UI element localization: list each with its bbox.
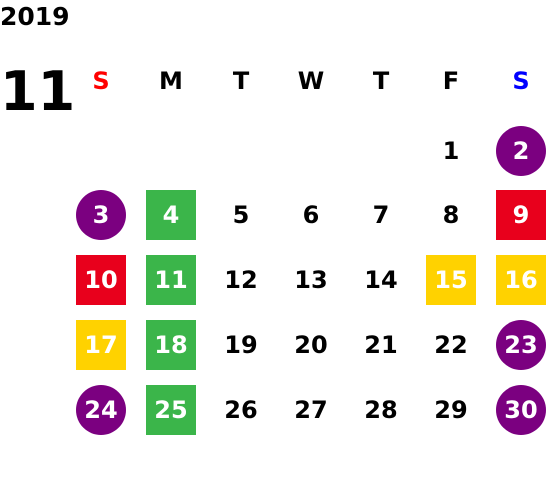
day-cell-12[interactable]: 12 [224,266,258,294]
day-cell-20[interactable]: 20 [294,331,328,359]
weekday-header: T [232,67,250,95]
day-cell-5[interactable]: 5 [232,201,250,229]
day-cell-22[interactable]: 22 [434,331,468,359]
weekday-header: F [442,67,460,95]
day-cell-30[interactable]: 30 [496,385,546,435]
day-cell-24[interactable]: 24 [76,385,126,435]
day-cell-15[interactable]: 15 [426,255,476,305]
day-cell-14[interactable]: 14 [364,266,398,294]
weekday-header: S [512,67,530,95]
day-cell-1[interactable]: 1 [442,137,460,165]
day-cell-25[interactable]: 25 [146,385,196,435]
day-cell-4[interactable]: 4 [146,190,196,240]
day-cell-6[interactable]: 6 [302,201,320,229]
day-cell-11[interactable]: 11 [146,255,196,305]
day-cell-19[interactable]: 19 [224,331,258,359]
weekday-header: M [159,67,183,95]
day-cell-3[interactable]: 3 [76,190,126,240]
weekday-header: W [297,67,325,95]
day-cell-21[interactable]: 21 [364,331,398,359]
day-cell-27[interactable]: 27 [294,396,328,424]
day-cell-8[interactable]: 8 [442,201,460,229]
day-cell-9[interactable]: 9 [496,190,546,240]
day-cell-29[interactable]: 29 [434,396,468,424]
day-cell-13[interactable]: 13 [294,266,328,294]
month-number: 11 [0,60,76,123]
day-cell-18[interactable]: 18 [146,320,196,370]
weekday-header: T [372,67,390,95]
day-cell-28[interactable]: 28 [364,396,398,424]
year-label: 2019 [0,2,70,31]
day-cell-26[interactable]: 26 [224,396,258,424]
day-cell-7[interactable]: 7 [372,201,390,229]
day-cell-17[interactable]: 17 [76,320,126,370]
day-cell-10[interactable]: 10 [76,255,126,305]
weekday-header: S [92,67,110,95]
day-cell-16[interactable]: 16 [496,255,546,305]
day-cell-23[interactable]: 23 [496,320,546,370]
day-cell-2[interactable]: 2 [496,126,546,176]
